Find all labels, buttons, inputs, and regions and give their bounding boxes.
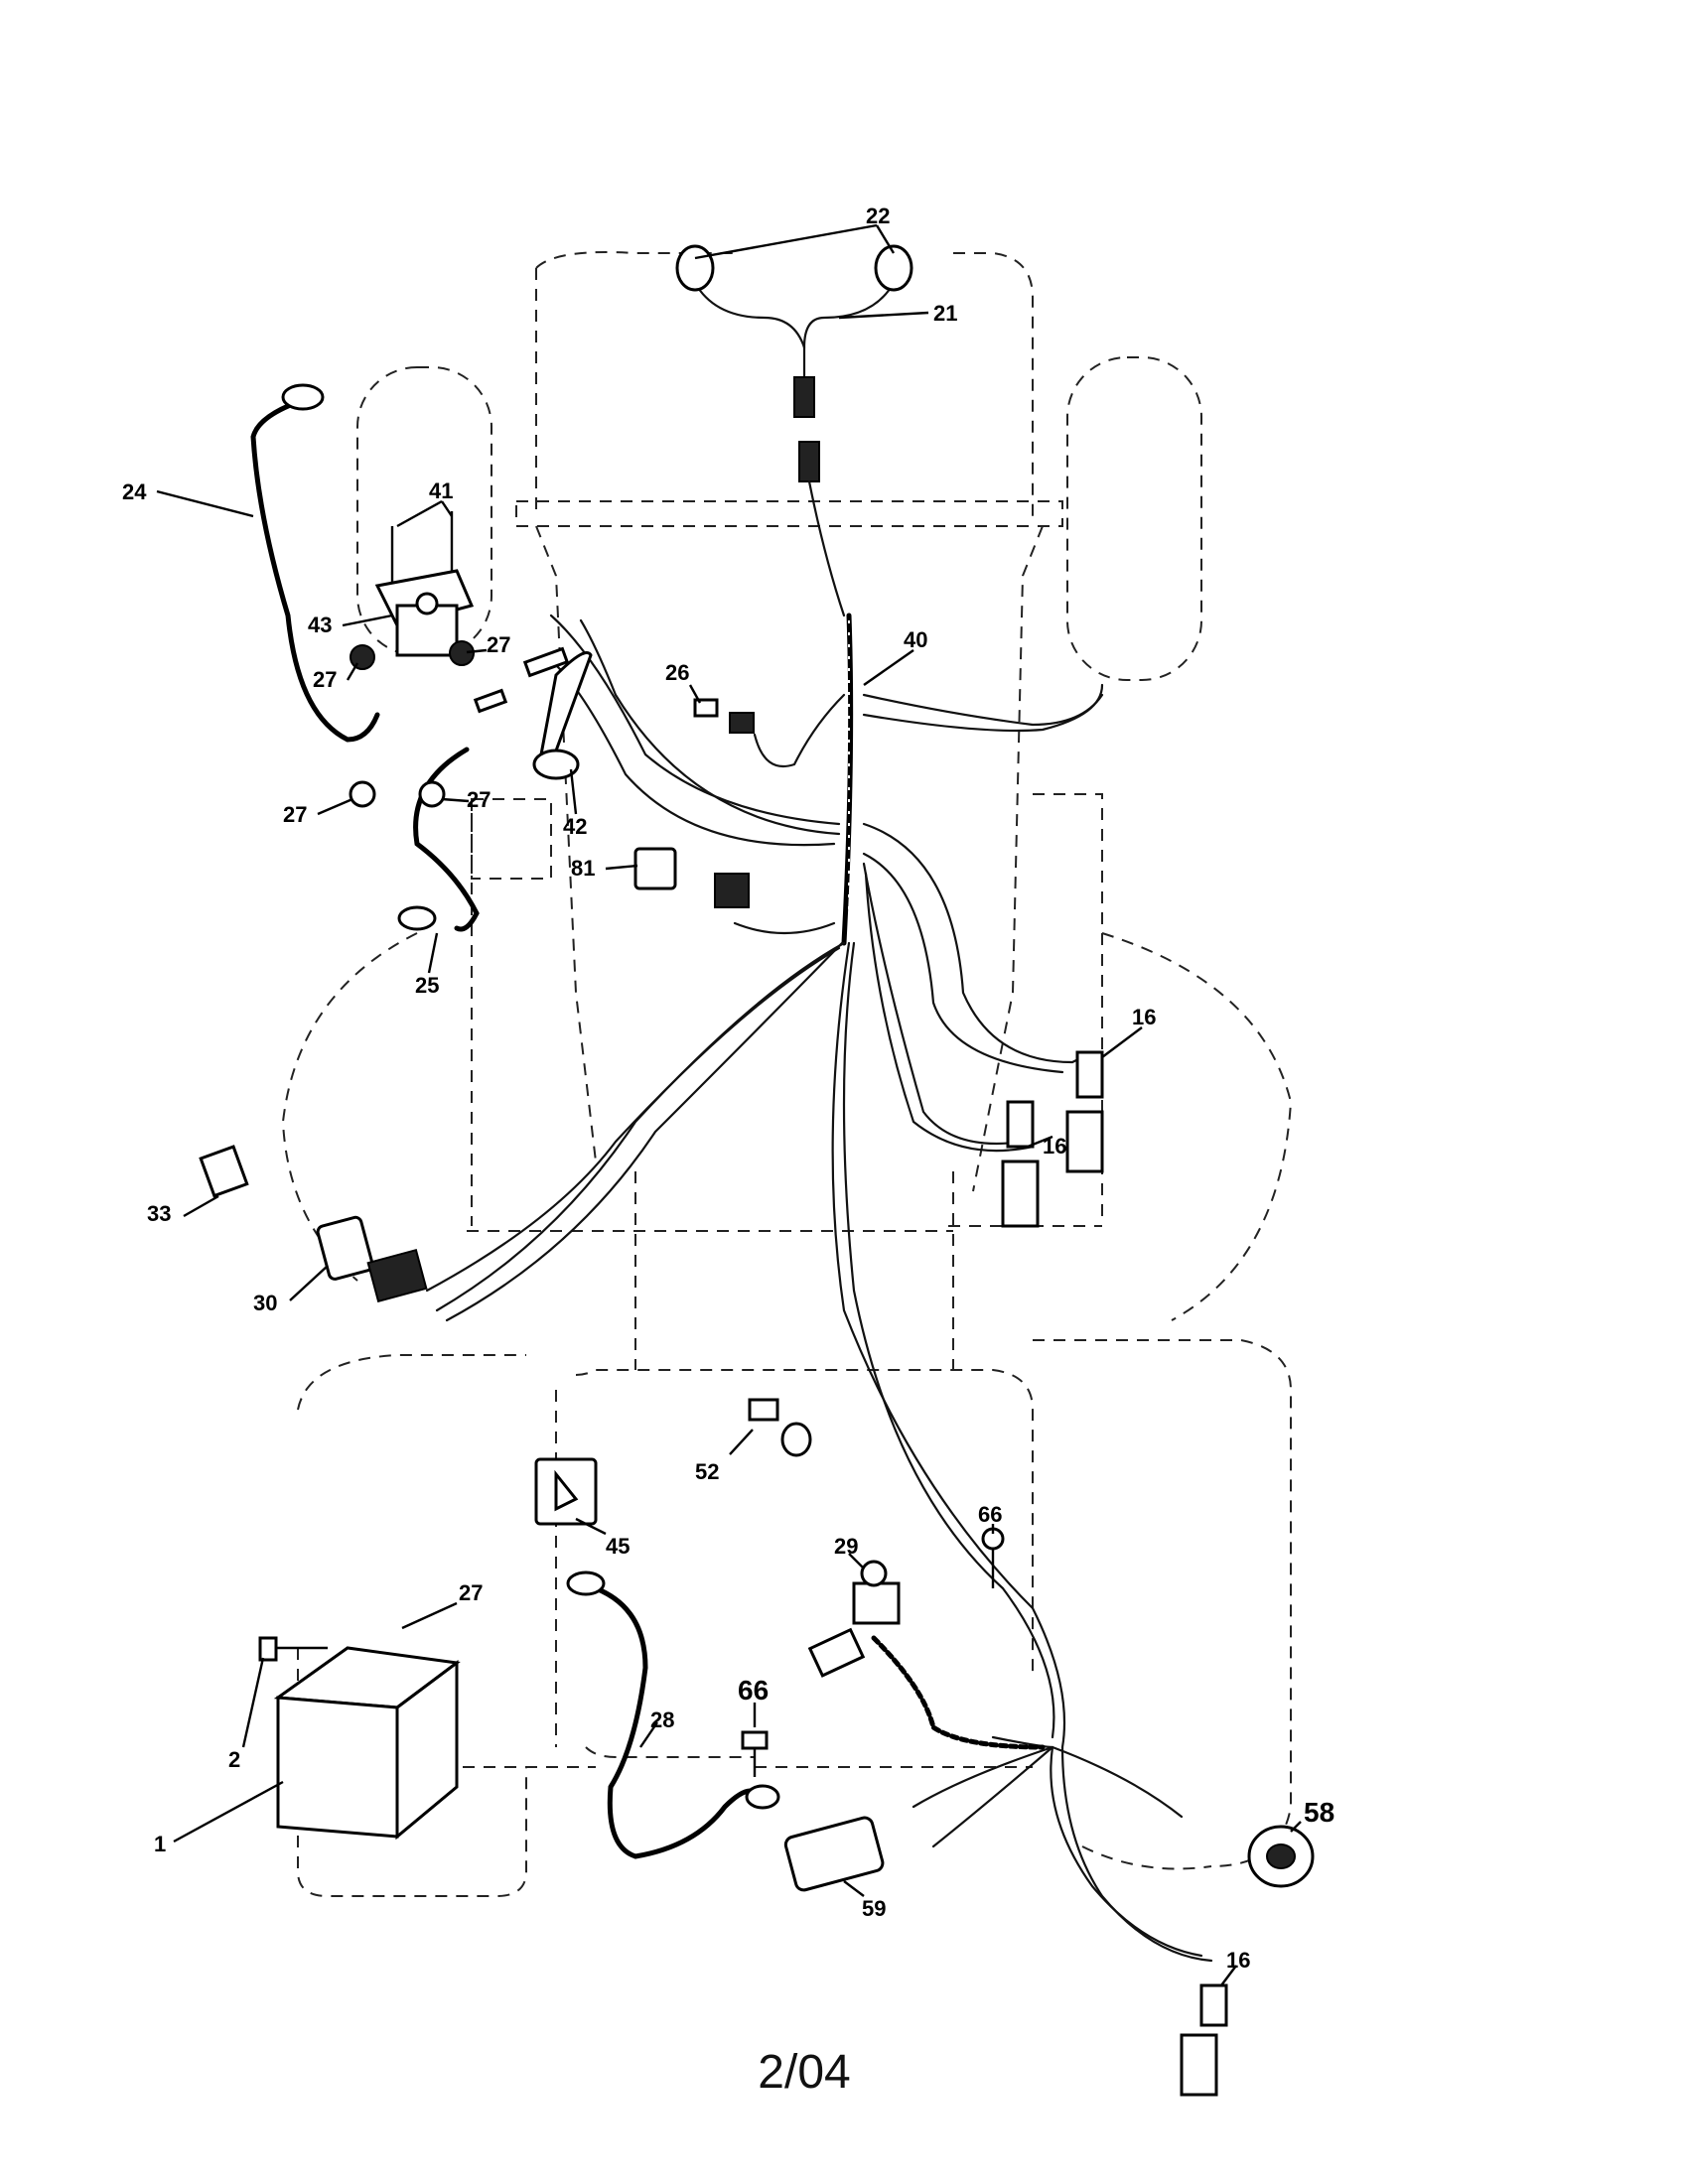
callout-2: 2 — [228, 1747, 240, 1772]
callout-81: 81 — [571, 856, 595, 881]
callout-41: 41 — [429, 478, 453, 503]
battery — [258, 1636, 461, 1841]
callout-16: 16 — [1043, 1134, 1066, 1159]
callout-16: 16 — [1132, 1005, 1156, 1029]
callout-42: 42 — [563, 814, 587, 839]
callout-52: 52 — [695, 1459, 719, 1484]
callout-28: 28 — [650, 1707, 674, 1732]
callout-40: 40 — [904, 627, 927, 652]
callout-1: 1 — [154, 1832, 166, 1856]
callout-16: 16 — [1226, 1948, 1250, 1973]
callout-59: 59 — [862, 1896, 886, 1921]
headlight-harness — [675, 244, 913, 617]
headlight-bulb-right — [874, 244, 913, 292]
callout-43: 43 — [308, 613, 332, 637]
callout-21: 21 — [933, 301, 957, 326]
callout-58: 58 — [1304, 1797, 1334, 1828]
battery-cables — [250, 383, 780, 1859]
callout-66: 66 — [738, 1675, 769, 1706]
callout-29: 29 — [834, 1534, 858, 1559]
main-wiring-loom — [425, 613, 1213, 1963]
callout-25: 25 — [415, 973, 439, 998]
callout-45: 45 — [606, 1534, 630, 1559]
callout-27: 27 — [313, 667, 337, 692]
callout-labels: 22 21 24 41 43 27 27 27 27 25 26 42 81 4… — [122, 204, 1334, 1973]
callout-26: 26 — [665, 660, 689, 685]
page-footer-date: 2/04 — [758, 2046, 851, 2099]
callout-66: 66 — [978, 1502, 1002, 1527]
callout-27: 27 — [283, 802, 307, 827]
starter-solenoid — [349, 511, 475, 808]
headlight-bulb-left — [675, 244, 715, 292]
callout-27: 27 — [459, 1580, 483, 1605]
callout-24: 24 — [122, 479, 147, 504]
callout-27: 27 — [487, 632, 510, 657]
callout-22: 22 — [866, 204, 890, 228]
leader-lines — [156, 223, 1302, 1986]
callout-27: 27 — [467, 787, 491, 812]
callout-30: 30 — [253, 1291, 277, 1315]
callout-33: 33 — [147, 1201, 171, 1226]
connectors-16 — [1001, 1050, 1228, 2097]
